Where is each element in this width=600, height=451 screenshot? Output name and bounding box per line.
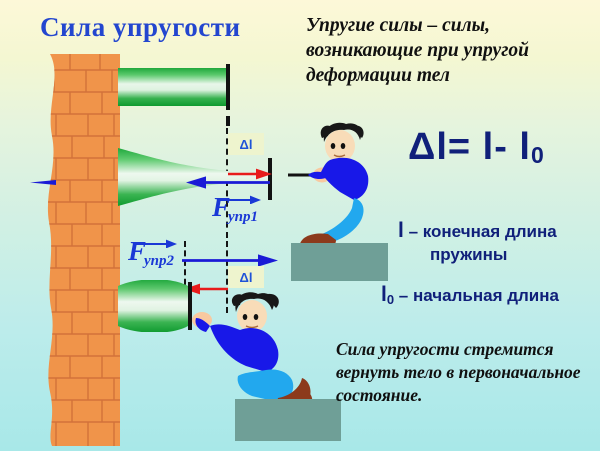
definition-text: Упругие силы – силы, возникающие при упр…	[306, 15, 529, 86]
spring-rest-endcap-tick	[226, 116, 230, 126]
delta-l-label-2: Δl	[228, 266, 264, 288]
legend-l0-subscript: 0	[386, 292, 395, 307]
elastic-force-arrow-1-tail	[30, 180, 56, 185]
legend-l0-text: – начальная длина	[394, 286, 559, 305]
reference-dashline-lower-right	[226, 241, 228, 313]
formula-delta: Δ	[408, 126, 437, 168]
formula-minus: -	[494, 126, 520, 168]
platform-lower	[235, 399, 341, 441]
reference-dashline-lower-left	[184, 241, 186, 313]
formula-zero-subscript: 0	[530, 142, 545, 168]
legend-final-length-line2: пружины	[430, 245, 508, 264]
delta-l-label-1: Δl	[228, 133, 264, 155]
spring-stretched	[118, 148, 270, 206]
spring-rest	[118, 68, 226, 106]
force-label-upr2: Fупр2	[128, 236, 177, 269]
formula-l-left: l	[436, 126, 448, 168]
formula-l-right: l	[482, 126, 495, 168]
formula-equals: =	[447, 126, 483, 168]
spring-stretched-endcap	[268, 158, 272, 200]
legend-initial-length: l0 – начальная длина	[381, 283, 559, 307]
legend-l0-symbol: l	[381, 283, 387, 306]
legend-final-length: l – конечная длина	[398, 219, 557, 243]
legend-l-symbol: l	[398, 219, 404, 242]
person-pulling	[288, 122, 369, 252]
force-subscript-2: упр2	[144, 253, 175, 269]
page-title: Сила упругости	[40, 12, 241, 42]
elastic-force-arrow-2	[182, 254, 278, 267]
force-subscript-1: упр1	[228, 209, 259, 225]
applied-force-arrow-2	[184, 283, 228, 295]
spring-compressed-endcap	[188, 282, 192, 330]
formula-l-zero: l	[519, 126, 531, 168]
conclusion-text: Сила упругости стремится вернуть тело в …	[336, 339, 581, 406]
spring-rest-endcap	[226, 64, 230, 110]
person-pushing	[192, 292, 313, 414]
spring-compressed	[118, 280, 188, 332]
legend-l-text: – конечная длина	[403, 222, 557, 241]
elastic-force-arrow-1	[186, 176, 270, 189]
vector-arrow-over-f-1	[217, 195, 261, 204]
formula-delta-l: Δl= l- l0	[408, 126, 545, 169]
force-label-upr1: Fупр1	[212, 192, 261, 225]
applied-force-arrow-1	[228, 168, 272, 180]
brick-wall	[47, 54, 120, 446]
vector-arrow-over-f-2	[133, 239, 177, 248]
platform-upper	[291, 243, 388, 281]
